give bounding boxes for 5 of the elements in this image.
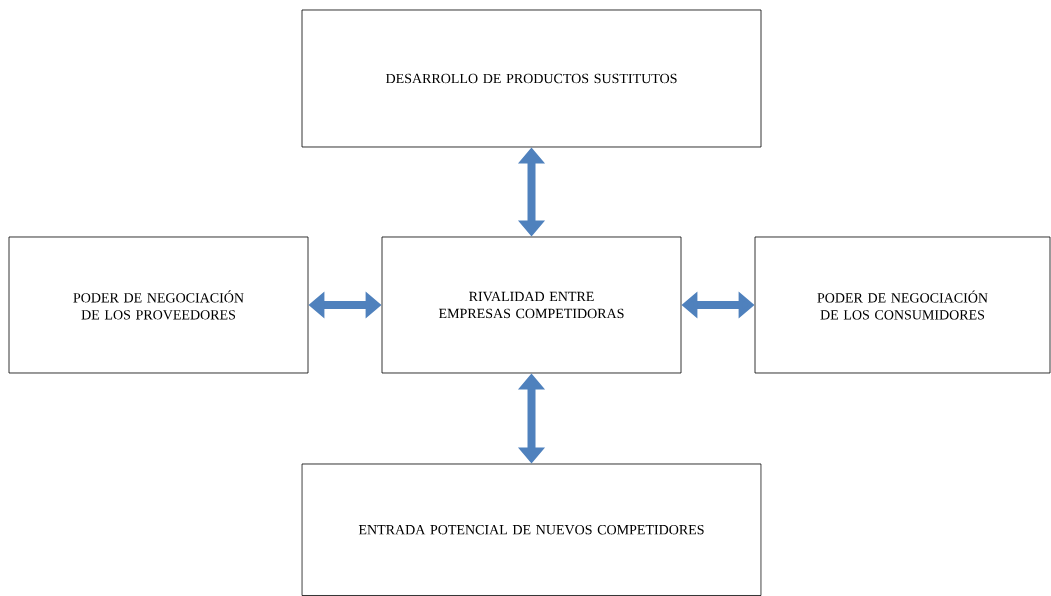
text-box: RIVALIDAD ENTRE EMPRESAS COMPETIDORAS [381, 236, 682, 374]
text-box: ENTRADA POTENCIAL DE NUEVOS COMPETIDORES [301, 463, 762, 596]
text-box: PODER DE NEGOCIACIÓN DE LOS PROVEEDORES [8, 236, 309, 374]
text-box: PODER DE NEGOCIACIÓN DE LOS CONSUMIDORES [754, 236, 1051, 374]
text-box: DESARROLLO DE PRODUCTOS SUSTITUTOS [301, 9, 762, 148]
